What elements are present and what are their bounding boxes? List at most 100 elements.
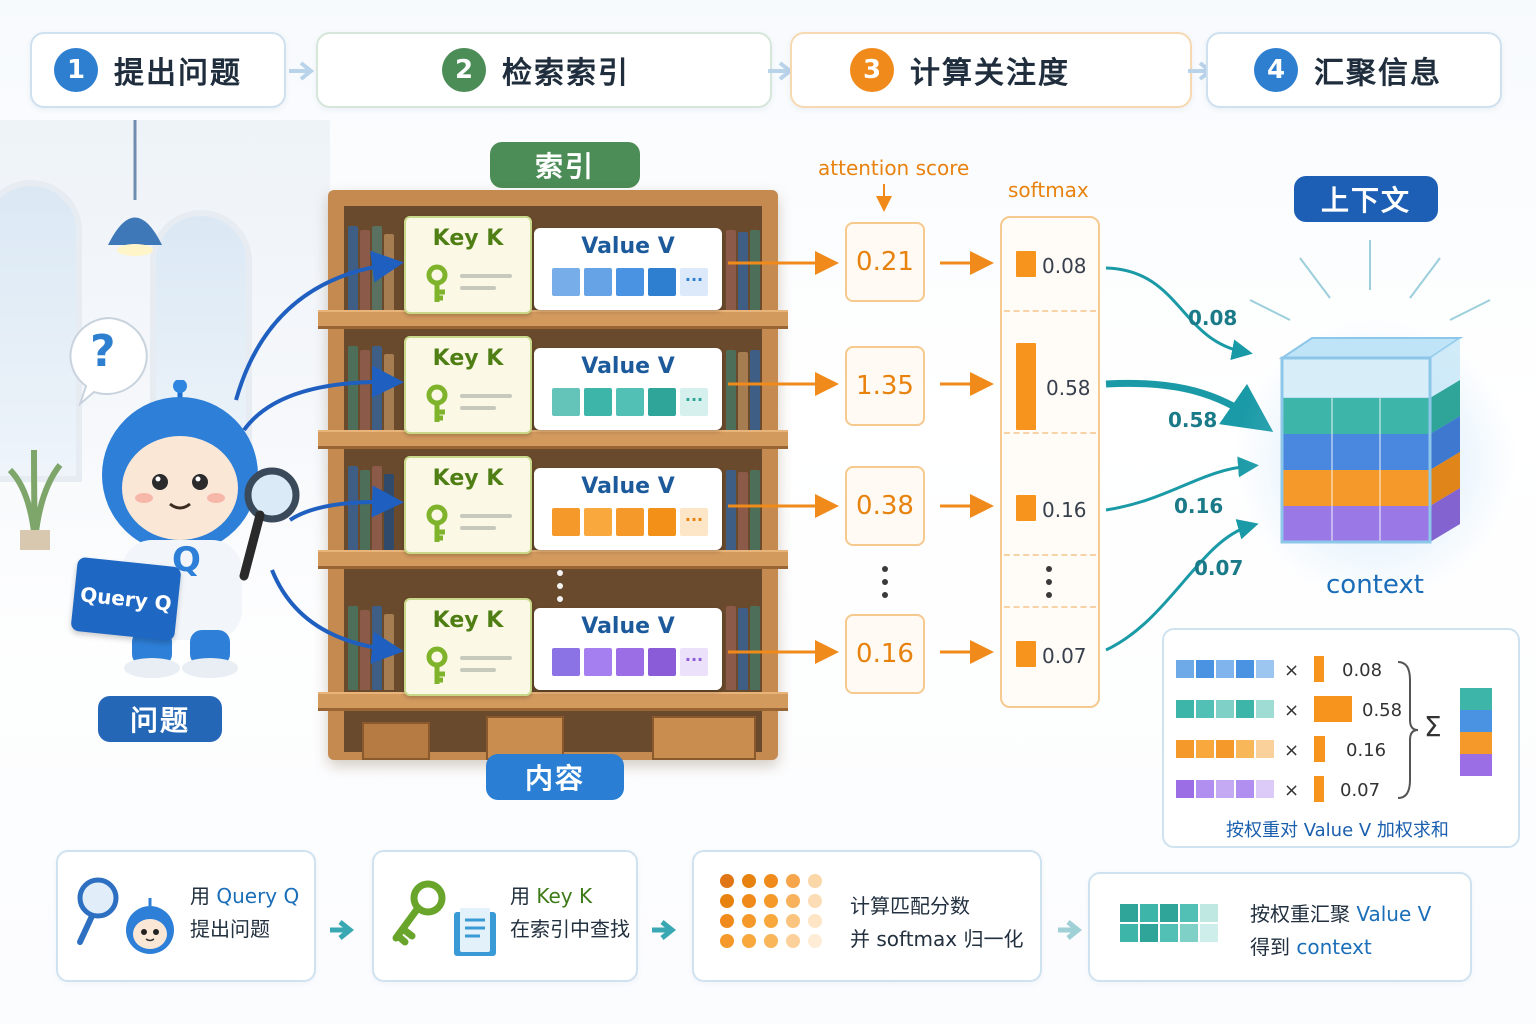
key-icon [426,504,448,542]
key-card-line [460,514,512,518]
value-cell [648,268,676,296]
summary-line: 提出问题 [190,917,270,941]
multiply-sign: × [1284,700,1300,721]
value-vector [1176,740,1274,758]
step-2-number: 2 [442,48,486,92]
sum-brace [1397,661,1419,799]
multiply-sign: × [1284,780,1300,801]
weight-bar [1314,696,1352,722]
value-more: ··· [680,388,708,416]
book-stack [726,470,760,550]
softmax-separator [1004,606,1096,608]
shelf-drawer [652,716,756,760]
key-card-line [460,668,496,672]
summary-line: 得到 context [1250,935,1372,959]
key-icon [392,880,446,946]
step-3-number: 3 [850,48,894,92]
score-dot-grid [720,874,822,948]
value-card-title: Value V [581,474,675,499]
shelf-plank [318,310,788,329]
summary-line: 在索引中查找 [510,917,630,941]
value-cell [552,508,580,536]
arrow-right-icon [1058,920,1082,940]
value-card: Value V ··· [534,608,722,690]
attention-score: 0.21 [845,222,925,302]
multiply-sign: × [1284,660,1300,681]
value-card-title: Value V [581,614,675,639]
attention-score: 1.35 [845,346,925,426]
weight-value: 0.08 [1342,660,1383,681]
step-3-label: 计算关注度 [910,56,1070,91]
step-4-label: 汇聚信息 [1314,56,1442,91]
content-pill: 内容 [486,754,624,800]
summary-line: 用 Key K [510,884,593,908]
attention-score-label: attention score [818,156,970,180]
softmax-bar [1016,251,1036,277]
sum-symbol: Σ [1424,710,1442,743]
value-cell [616,508,644,536]
value-cell [584,648,612,676]
key-card-line [460,394,512,398]
step-4-header: 4 汇聚信息 [1206,32,1502,108]
summary-lookup-text: 用 Key K 在索引中查找 [510,880,630,946]
step-1-number: 1 [54,48,98,92]
value-card: Value V ··· [534,468,722,550]
book-stack [726,230,760,310]
book-stack [726,606,760,690]
arrow-right-icon [652,920,676,940]
value-cell [584,508,612,536]
summary-line: 计算匹配分数 [850,894,970,918]
weight-value: 0.16 [1346,740,1387,761]
multiply-sign: × [1284,740,1300,761]
softmax-separator [1004,310,1096,312]
key-card-line [460,406,496,410]
summary-aggregate-text: 按权重汇聚 Value V 得到 context [1250,898,1431,964]
key-card: Key K [404,598,532,696]
key-card-line [460,526,496,530]
key-card: Key K [404,336,532,434]
key-card-line [460,274,512,278]
attention-score: 0.16 [845,614,925,694]
arrow-right-icon [330,920,354,940]
step-4-number: 4 [1254,48,1298,92]
robot-head-icon [126,898,174,954]
summary-score-text: 计算匹配分数 并 softmax 归一化 [850,890,1023,956]
index-pill: 索引 [490,142,640,188]
value-cell [648,648,676,676]
softmax-column [1000,216,1100,708]
arrow-right-icon [289,61,315,81]
value-cell [616,268,644,296]
weight-label: 0.08 [1188,306,1238,330]
softmax-bar [1016,342,1036,430]
context-pill: 上下文 [1294,176,1438,222]
value-card: Value V ··· [534,348,722,430]
question-pill: 问题 [98,696,222,742]
value-vector [1176,700,1274,718]
softmax-value: 0.58 [1046,376,1091,400]
softmax-value: 0.16 [1042,498,1087,522]
value-card-title: Value V [581,234,675,259]
value-cell [552,648,580,676]
key-card-title: Key K [432,226,504,251]
key-card-title: Key K [432,346,504,371]
value-card: Value V ··· [534,228,722,310]
weight-bar [1314,736,1325,762]
key-card: Key K [404,216,532,314]
weight-label: 0.07 [1194,556,1244,580]
key-icon [426,264,448,302]
sum-result-vector [1460,688,1492,776]
summary-ask-text: 用 Query Q 提出问题 [190,880,299,946]
value-cell [552,268,580,296]
speech-bubble [69,316,148,406]
step-2-label: 检索索引 [502,56,630,91]
key-card-title: Key K [432,466,504,491]
key-card-line [460,286,496,290]
value-cell [648,388,676,416]
magnifier-icon [77,877,119,945]
softmax-separator [1004,432,1096,434]
weight-label: 0.58 [1168,408,1218,432]
weight-value: 0.58 [1362,700,1403,721]
summary-line: 并 softmax 归一化 [850,927,1024,951]
shelf-plank [318,692,788,711]
